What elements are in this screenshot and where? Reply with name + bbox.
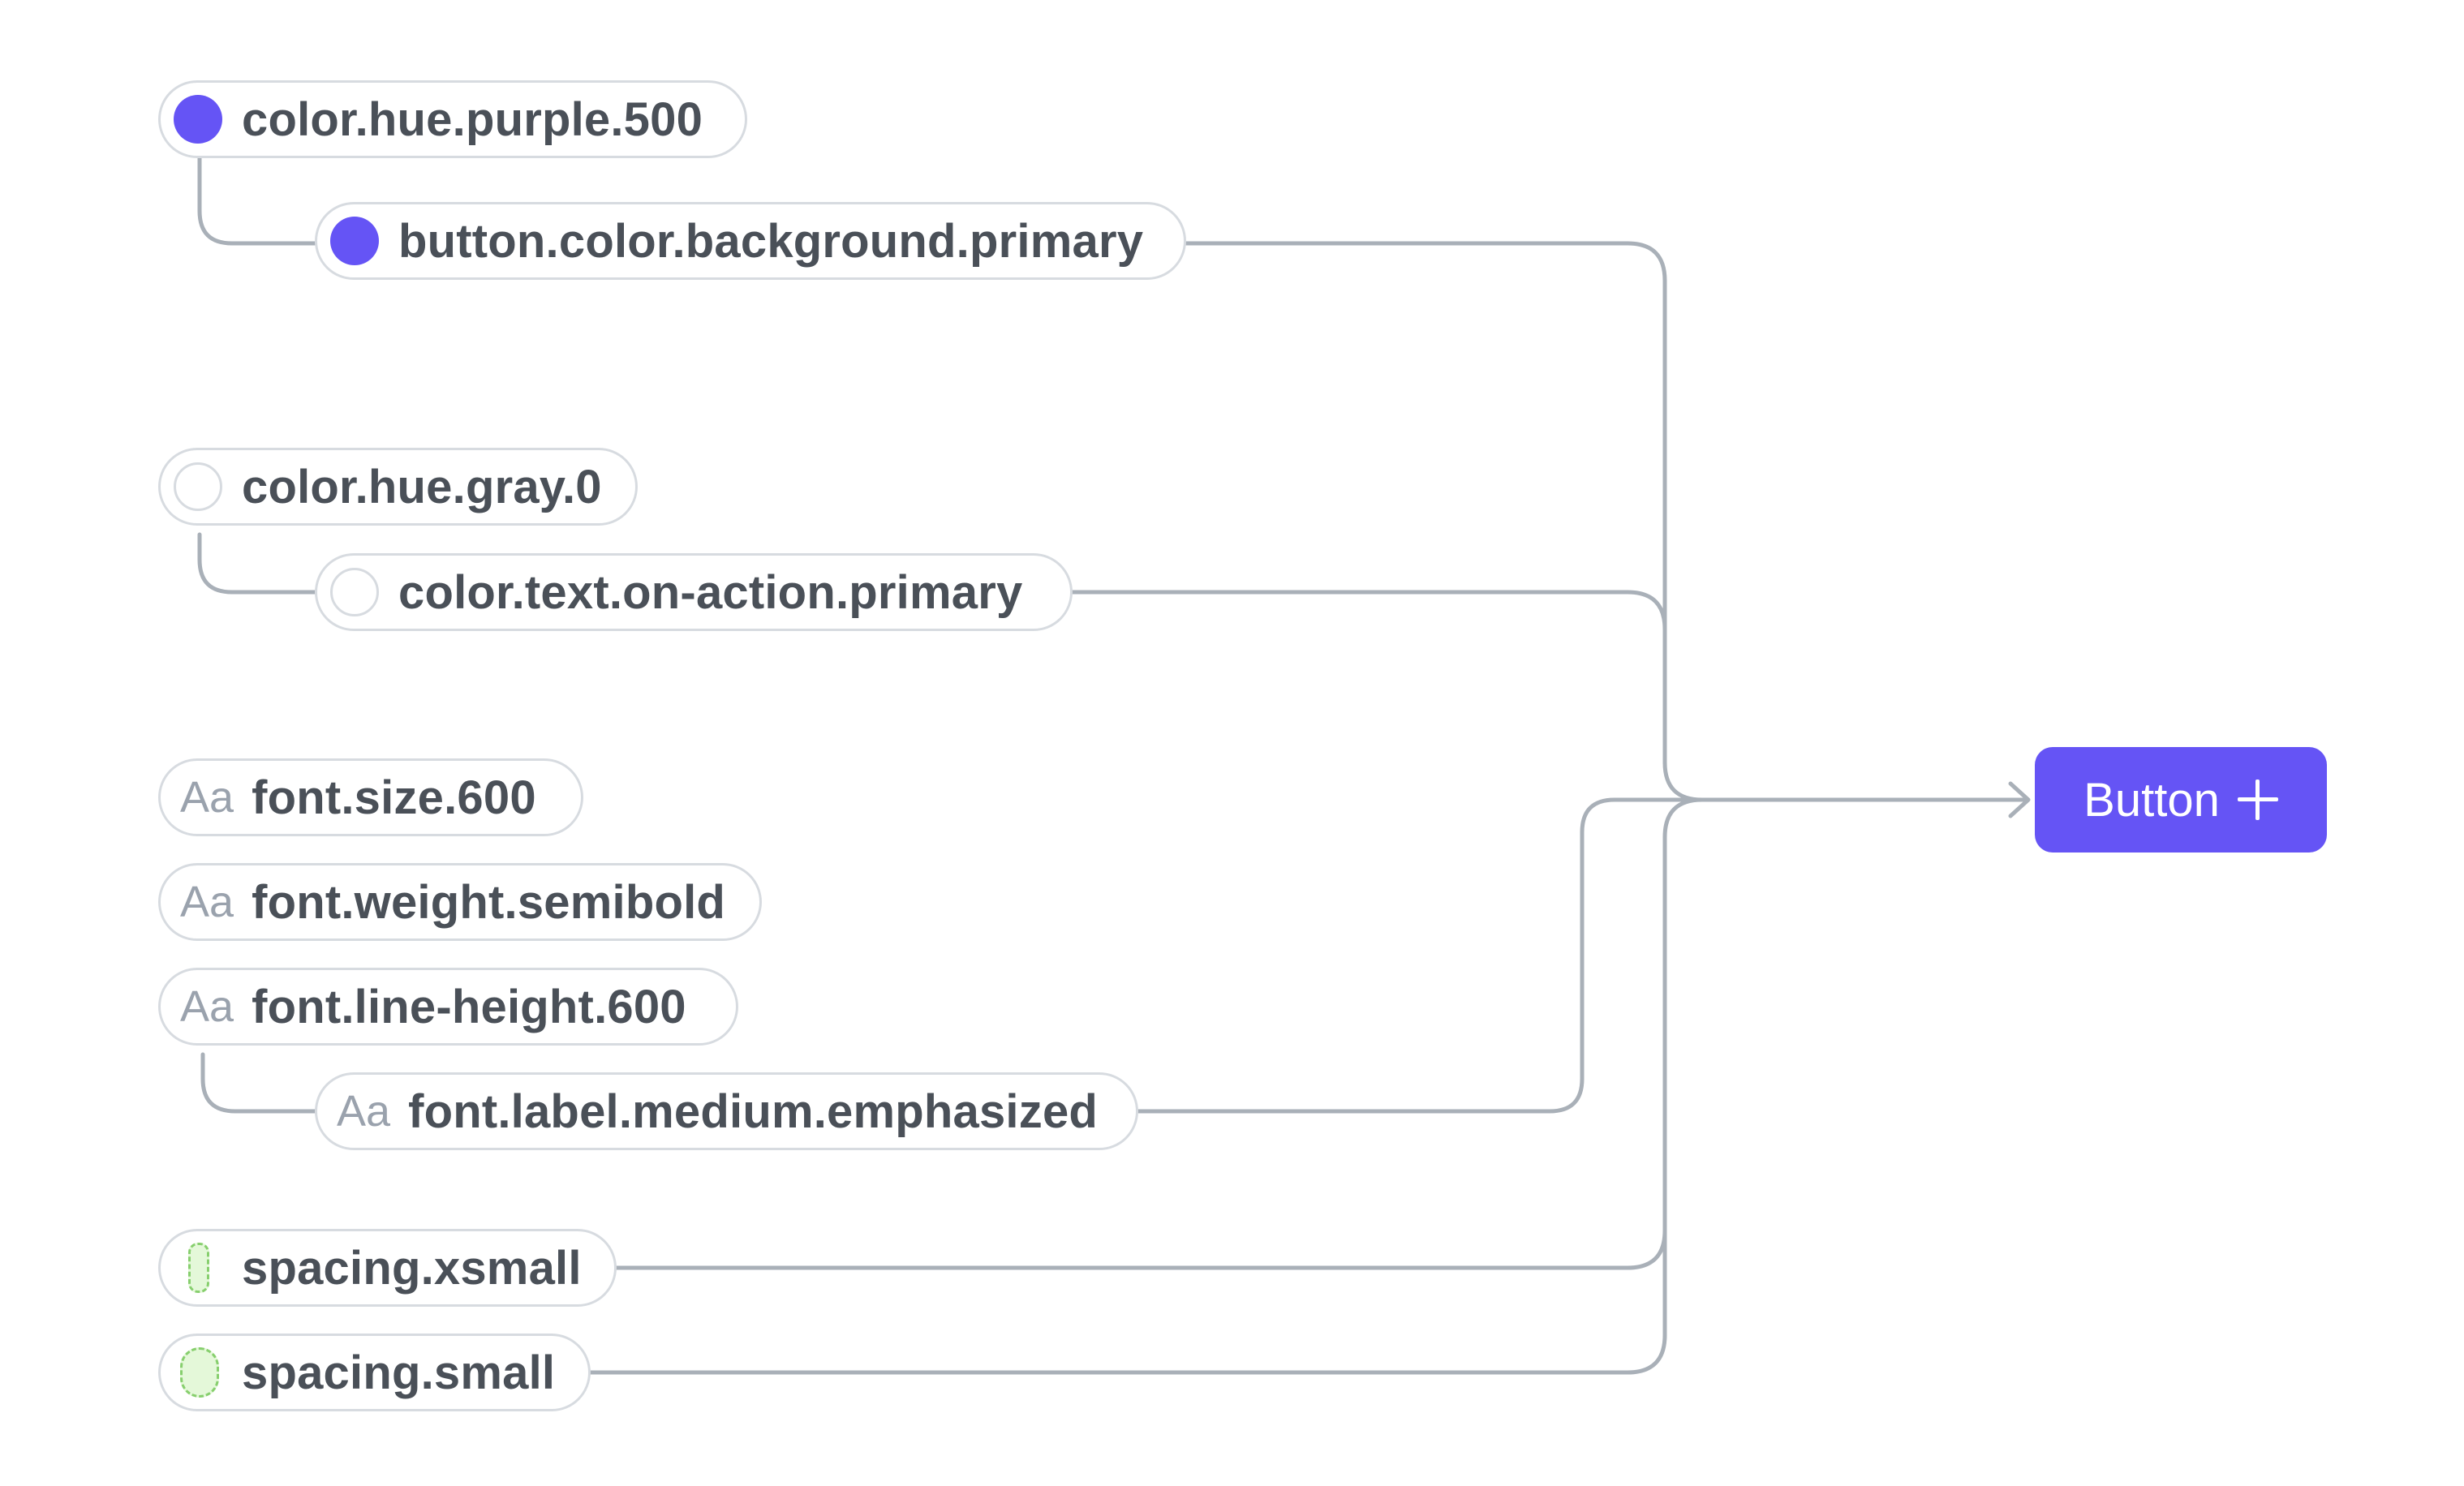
token-label: font.size.600 — [252, 771, 536, 824]
token-font-size-600[interactable]: Aa font.size.600 — [158, 758, 583, 836]
token-font-label-medium-emphasized[interactable]: Aa font.label.medium.emphasized — [315, 1072, 1138, 1150]
token-label: font.line-height.600 — [252, 980, 686, 1033]
spacing-swatch-icon — [188, 1243, 209, 1293]
token-spacing-small[interactable]: spacing.small — [158, 1334, 591, 1411]
link-line-height-to-label — [200, 1052, 317, 1114]
plus-icon — [2237, 780, 2278, 820]
spacing-swatch-icon — [180, 1347, 219, 1398]
token-color-hue-gray-0[interactable]: color.hue.gray.0 — [158, 448, 638, 526]
link-purple-to-bg-primary — [197, 155, 317, 246]
white-swatch-icon — [174, 462, 222, 511]
token-button-color-background-primary[interactable]: button.color.background.primary — [315, 202, 1186, 280]
token-font-line-height-600[interactable]: Aa font.line-height.600 — [158, 968, 738, 1046]
token-spacing-xsmall[interactable]: spacing.xsmall — [158, 1229, 617, 1307]
button-label: Button — [2083, 773, 2220, 827]
token-label: color.hue.gray.0 — [242, 460, 602, 513]
white-swatch-icon — [330, 568, 379, 616]
link-gray-to-text-on-action — [197, 532, 317, 595]
token-label: spacing.xsmall — [242, 1241, 582, 1295]
font-aa-icon: Aa — [180, 773, 234, 822]
token-label: font.label.medium.emphasized — [408, 1084, 1099, 1138]
token-color-text-on-action-primary[interactable]: color.text.on-action.primary — [315, 553, 1073, 631]
link-text-to-button — [1070, 590, 1667, 765]
purple-swatch-icon — [330, 217, 379, 265]
token-color-hue-purple-500[interactable]: color.hue.purple.500 — [158, 80, 747, 158]
token-label: color.hue.purple.500 — [242, 92, 703, 146]
token-label: button.color.background.primary — [398, 214, 1144, 268]
font-aa-icon: Aa — [180, 982, 234, 1031]
purple-swatch-icon — [174, 95, 222, 144]
token-font-weight-semibold[interactable]: Aa font.weight.semibold — [158, 863, 762, 941]
token-label: font.weight.semibold — [252, 875, 726, 929]
token-label: color.text.on-action.primary — [398, 565, 1023, 619]
token-label: spacing.small — [242, 1346, 556, 1399]
arrowhead — [2008, 781, 2031, 818]
link-bg-primary-to-button — [1184, 241, 1705, 802]
link-spacing-small-to-button — [588, 1228, 1667, 1375]
link-font-label-to-button — [1136, 797, 1705, 1114]
font-aa-icon: Aa — [337, 1087, 391, 1136]
link-merge-bottom — [1662, 797, 1705, 840]
button-component[interactable]: Button — [2035, 747, 2327, 853]
font-aa-icon: Aa — [180, 878, 234, 926]
link-spacing-xsmall-to-button — [614, 835, 1667, 1270]
